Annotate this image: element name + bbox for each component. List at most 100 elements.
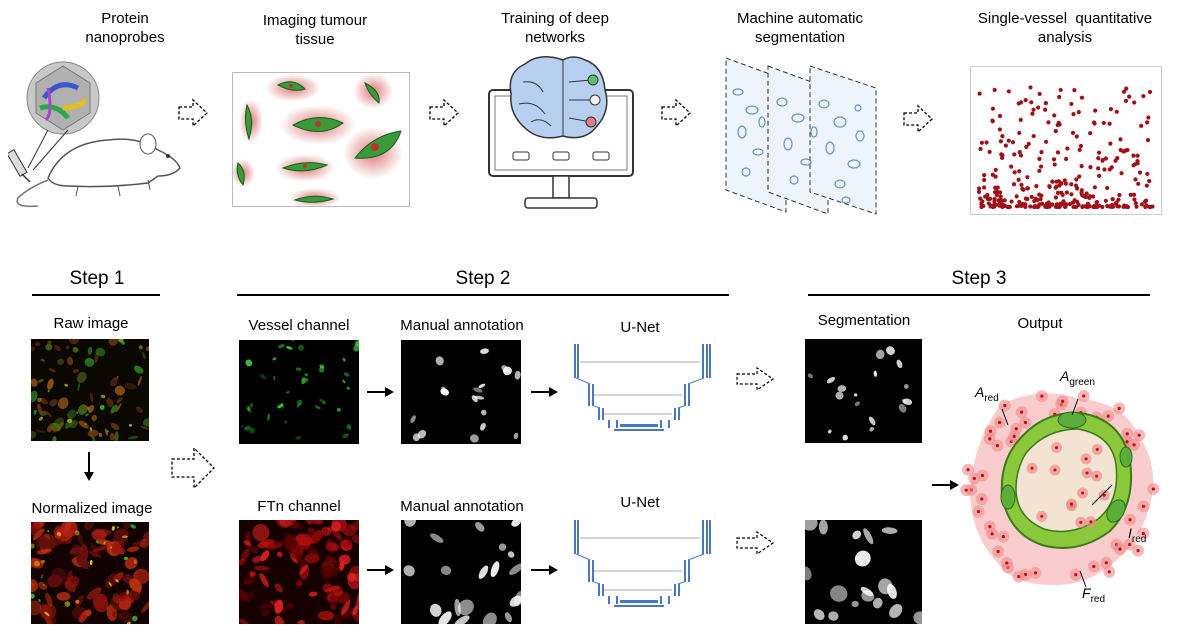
unet-layer (602, 408, 604, 420)
image-blob (896, 359, 903, 369)
scatter-point (1107, 121, 1112, 126)
image-blob (31, 593, 35, 599)
image-blob (87, 429, 99, 437)
image-blob (75, 599, 80, 604)
image-blob (292, 520, 302, 530)
image-blob (51, 567, 67, 586)
image-blob (304, 553, 320, 564)
image-blob (87, 346, 93, 356)
scatter-point (1051, 157, 1057, 162)
image-blob (902, 398, 913, 405)
image-blob (873, 370, 878, 377)
image-blob (132, 615, 138, 622)
image-blob (71, 544, 82, 557)
image-blob (404, 520, 417, 527)
image-blob (869, 426, 874, 432)
image-blob (76, 411, 79, 414)
scatter-point (1146, 115, 1151, 120)
image-blob (346, 386, 350, 390)
scatter-point (1132, 100, 1137, 105)
unet-layer (684, 384, 686, 406)
image-blob (339, 560, 345, 571)
label-vessel-channel: Vessel channel (248, 317, 350, 334)
scatter-point (1105, 185, 1110, 191)
scatter-point (1038, 164, 1044, 169)
scatter-point (1000, 134, 1005, 139)
scatter-point (1017, 130, 1022, 136)
image-blob (308, 591, 318, 597)
image-blob (127, 546, 140, 552)
image-blob (903, 383, 909, 389)
scatter-point (1103, 198, 1108, 203)
image-blob (49, 399, 58, 407)
scatter-point (1025, 196, 1030, 202)
image-blob (128, 423, 132, 427)
image-blob (108, 582, 112, 587)
scatter-point (997, 199, 1003, 204)
scatter-point (998, 139, 1003, 144)
image-blob (249, 571, 256, 578)
image-blob (56, 532, 62, 537)
image-blob (332, 586, 343, 597)
unet-layer (688, 560, 690, 582)
image-blob (342, 433, 350, 438)
image-blob (76, 371, 87, 383)
scatter-point (1139, 202, 1144, 207)
image-blob (342, 379, 346, 384)
image-blob (277, 344, 285, 349)
image-blob (253, 565, 270, 571)
image-blob (326, 556, 337, 564)
image-blob (805, 566, 812, 581)
image-blob (285, 541, 296, 552)
step1-rule (32, 294, 160, 296)
image-blob (124, 557, 138, 570)
image-blob (47, 340, 52, 345)
image-blob (84, 522, 94, 531)
image-blob (298, 344, 304, 351)
image-blob (854, 550, 871, 567)
image-blob (140, 425, 149, 430)
image-blob (113, 377, 119, 381)
image-blob (830, 585, 848, 602)
scatter-point (1141, 94, 1146, 99)
label-raw-image: Raw image (53, 315, 129, 332)
image-blob (245, 591, 254, 602)
image-blob (40, 358, 46, 362)
image-blob (87, 404, 95, 413)
scatter-point (1019, 203, 1024, 208)
scatter-point (985, 196, 991, 202)
image-blob (45, 592, 53, 607)
image-blob (112, 593, 121, 604)
scatter-point (993, 185, 998, 190)
scatter-point (1093, 108, 1098, 113)
image-blob (854, 393, 858, 397)
image-blob (818, 520, 828, 535)
image-blob (35, 535, 50, 550)
scatter-point (1029, 100, 1034, 105)
scatter-point (1043, 101, 1049, 106)
image-blob (338, 541, 353, 548)
image-blob (36, 548, 53, 555)
arrow-right-icon (429, 98, 459, 128)
image-blob (243, 576, 255, 585)
image-blob (64, 601, 71, 607)
scatter-point (1073, 183, 1079, 188)
scatter-point (1083, 204, 1089, 209)
image-blob (52, 436, 57, 441)
scatter-point (1121, 204, 1126, 209)
scatter-point (1108, 107, 1114, 112)
scatter-point (1010, 140, 1016, 145)
scatter-point (1036, 204, 1041, 209)
label-output: Output (1017, 315, 1063, 332)
image-blob (244, 426, 251, 431)
unet-layer (702, 520, 704, 554)
image-blob (826, 376, 836, 384)
scatter-point (1070, 130, 1076, 136)
manual-annotation-image-2 (401, 520, 521, 624)
label-ftn-channel: FTn channel (257, 498, 341, 515)
image-blob (121, 535, 129, 538)
unet-layer (660, 420, 662, 428)
image-blob (247, 543, 258, 554)
scatter-point (1032, 198, 1037, 204)
image-blob (469, 434, 479, 443)
